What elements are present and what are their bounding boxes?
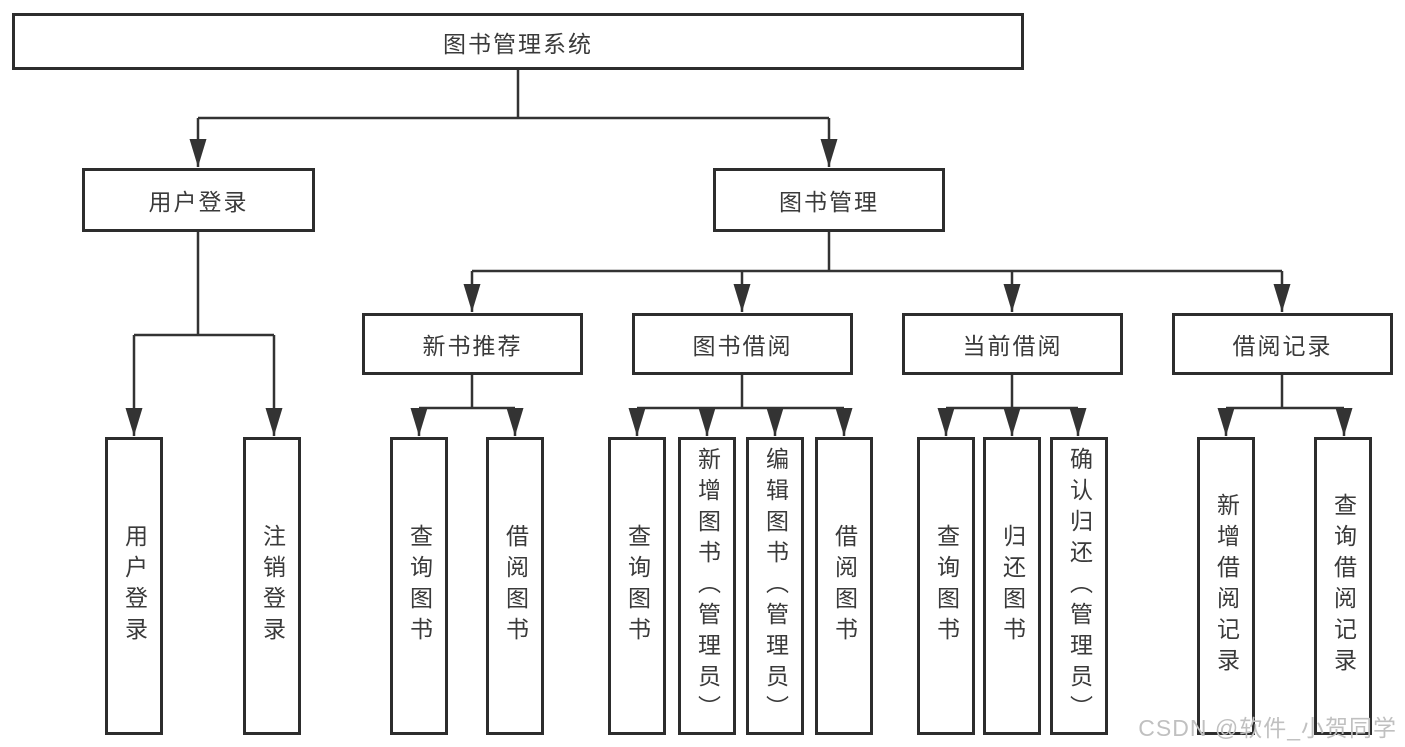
arrowhead [506, 408, 524, 436]
leaf-borrow-books-borrowing: 借阅图书 [815, 437, 873, 735]
arrowhead [698, 408, 716, 436]
arrowhead [1335, 408, 1353, 436]
leaf-confirm-return-admin: 确认归还（管理员） [1050, 437, 1108, 735]
arrowhead [1003, 284, 1021, 312]
arrowhead [835, 408, 853, 436]
connector-current-borrowing-children [937, 375, 1087, 436]
arrowhead [628, 408, 646, 436]
node-user-login: 用户登录 [82, 168, 315, 232]
leaf-user-login: 用户登录 [105, 437, 163, 735]
node-borrowing-records: 借阅记录 [1172, 313, 1393, 375]
node-book-borrowing: 图书借阅 [632, 313, 853, 375]
leaf-query-books-current: 查询图书 [917, 437, 975, 735]
leaf-edit-books-admin: 编辑图书（管理员） [746, 437, 804, 735]
arrowhead [1003, 408, 1021, 436]
node-root: 图书管理系统 [12, 13, 1024, 70]
leaf-query-borrow-record: 查询借阅记录 [1314, 437, 1372, 735]
leaf-logout: 注销登录 [243, 437, 301, 735]
leaf-add-books-admin: 新增图书（管理员） [678, 437, 736, 735]
arrowhead [766, 408, 784, 436]
arrowhead [125, 408, 143, 436]
arrowhead [265, 408, 283, 436]
arrowhead [733, 284, 751, 312]
node-current-borrowing: 当前借阅 [902, 313, 1123, 375]
connector-root-to-level2 [189, 69, 838, 167]
leaf-borrow-books-recommend: 借阅图书 [486, 437, 544, 735]
arrowhead [1217, 408, 1235, 436]
connector-user-login-children [125, 232, 283, 436]
connector-borrowing-records-children [1217, 375, 1353, 436]
arrowhead [463, 284, 481, 312]
leaf-query-books-recommend: 查询图书 [390, 437, 448, 735]
node-new-book-recommend: 新书推荐 [362, 313, 583, 375]
csdn-watermark: CSDN @软件_小贺同学 [1138, 715, 1397, 741]
connector-book-borrowing-children [628, 375, 853, 436]
arrowhead [410, 408, 428, 436]
arrowhead [937, 408, 955, 436]
arrowhead [1273, 284, 1291, 312]
leaf-query-books-borrowing: 查询图书 [608, 437, 666, 735]
leaf-add-borrow-record: 新增借阅记录 [1197, 437, 1255, 735]
arrowhead [820, 139, 838, 167]
arrowhead [189, 139, 207, 167]
connector-book-management-children [463, 232, 1291, 312]
connector-new-book-recommend-children [410, 375, 524, 436]
leaf-return-books: 归还图书 [983, 437, 1041, 735]
node-book-management: 图书管理 [713, 168, 945, 232]
arrowhead [1069, 408, 1087, 436]
